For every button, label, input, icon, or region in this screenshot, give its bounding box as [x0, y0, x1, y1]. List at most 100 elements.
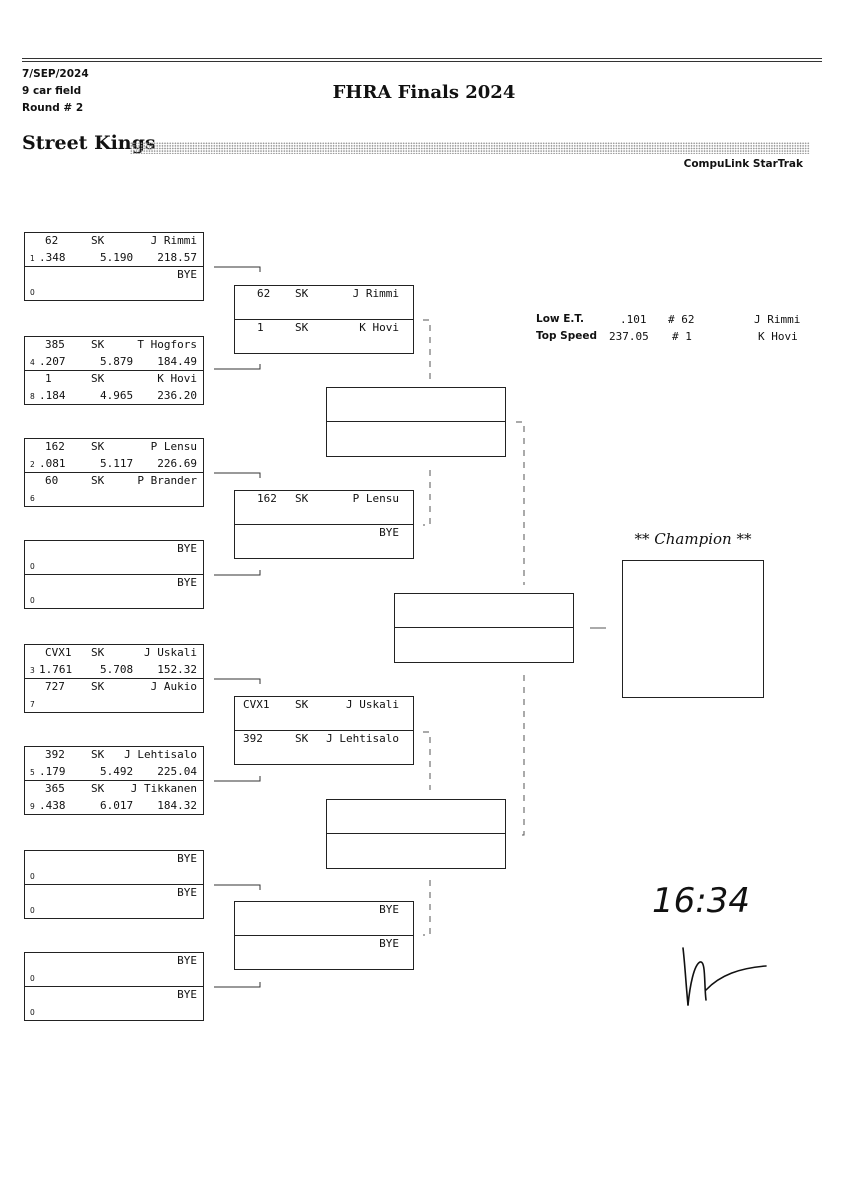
- lane-number: 0: [30, 288, 35, 297]
- car-class: SK: [91, 646, 105, 659]
- reaction-time: 1.761: [39, 663, 73, 676]
- low-et-car: # 62: [668, 313, 695, 326]
- driver-name: J Lehtisalo: [124, 748, 197, 761]
- car-class: SK: [295, 698, 309, 711]
- racer-slot: BYE: [235, 902, 413, 936]
- driver-name: J Uskali: [144, 646, 197, 659]
- driver-name: J Tikkanen: [130, 782, 197, 795]
- champion-box: [622, 560, 764, 698]
- lane-number: 2: [30, 460, 35, 469]
- speed-mph: 152.32: [157, 663, 197, 676]
- driver-name: J Rimmi: [352, 287, 399, 300]
- lane-number: 0: [30, 906, 35, 915]
- driver-name: J Rimmi: [150, 234, 197, 247]
- final-box: [394, 593, 574, 663]
- speed-mph: 184.49: [157, 355, 197, 368]
- driver-name: BYE: [379, 526, 399, 539]
- event-date: 7/SEP/2024: [22, 68, 89, 80]
- reaction-time: .184: [39, 389, 66, 402]
- round-number: Round # 2: [22, 102, 84, 114]
- driver-name: J Aukio: [150, 680, 197, 693]
- class-name: Street Kings: [22, 132, 156, 154]
- car-class: SK: [91, 782, 105, 795]
- low-et-driver: J Rimmi: [754, 313, 801, 326]
- car-number: 392: [45, 748, 65, 761]
- car-number: 392: [243, 732, 263, 745]
- event-title: FHRA Finals 2024: [332, 82, 516, 103]
- lane-number: 8: [30, 392, 35, 401]
- elapsed-time: 6.017: [100, 799, 134, 812]
- top-speed-value: 237.05: [609, 330, 649, 343]
- car-class: SK: [295, 492, 309, 505]
- car-class: SK: [295, 287, 309, 300]
- handwritten-signature: [682, 947, 767, 1006]
- car-class: SK: [91, 372, 105, 385]
- speed-mph: 184.32: [157, 799, 197, 812]
- reaction-time: .438: [39, 799, 66, 812]
- car-class: SK: [295, 321, 309, 334]
- car-number: 162: [257, 492, 277, 505]
- car-number: 1: [45, 372, 52, 385]
- driver-name: BYE: [177, 852, 197, 865]
- driver-name: BYE: [177, 542, 197, 555]
- car-number: 365: [45, 782, 65, 795]
- driver-name: K Hovi: [157, 372, 197, 385]
- elapsed-time: 5.708: [100, 663, 134, 676]
- speed-mph: 226.69: [157, 457, 197, 470]
- driver-name: BYE: [177, 886, 197, 899]
- driver-name: BYE: [177, 576, 197, 589]
- speed-mph: 236.20: [157, 389, 197, 402]
- speed-mph: 218.57: [157, 251, 197, 264]
- car-class: SK: [91, 680, 105, 693]
- elapsed-time: 5.190: [100, 251, 134, 264]
- car-number: 62: [257, 287, 271, 300]
- car-number: 1: [257, 321, 264, 334]
- driver-name: BYE: [177, 954, 197, 967]
- car-number: 385: [45, 338, 65, 351]
- lane-number: 1: [30, 254, 35, 263]
- elapsed-time: 5.492: [100, 765, 134, 778]
- lane-number: 3: [30, 666, 35, 675]
- lane-number: 0: [30, 974, 35, 983]
- lane-number: 0: [30, 1008, 35, 1017]
- car-number: CVX1: [45, 646, 72, 659]
- racer-slot: 1 SK K Hovi 8 .184 4.965 236.20: [25, 371, 203, 405]
- reaction-time: .348: [39, 251, 66, 264]
- elapsed-time: 4.965: [100, 389, 134, 402]
- car-class: SK: [295, 732, 309, 745]
- driver-name: T Hogfors: [137, 338, 197, 351]
- racer-slot: 62 SK J Rimmi: [235, 286, 413, 320]
- driver-name: BYE: [177, 988, 197, 1001]
- elapsed-time: 5.117: [100, 457, 134, 470]
- reaction-time: .179: [39, 765, 66, 778]
- lane-number: 6: [30, 494, 35, 503]
- car-class: SK: [91, 338, 105, 351]
- speed-mph: 225.04: [157, 765, 197, 778]
- racer-slot: BYE 0: [25, 885, 203, 919]
- lane-number: 7: [30, 700, 35, 709]
- driver-name: P Brander: [137, 474, 197, 487]
- top-speed-car: # 1: [672, 330, 692, 343]
- racer-slot: BYE: [235, 936, 413, 970]
- car-class: SK: [91, 234, 105, 247]
- top-speed-label: Top Speed: [536, 330, 597, 342]
